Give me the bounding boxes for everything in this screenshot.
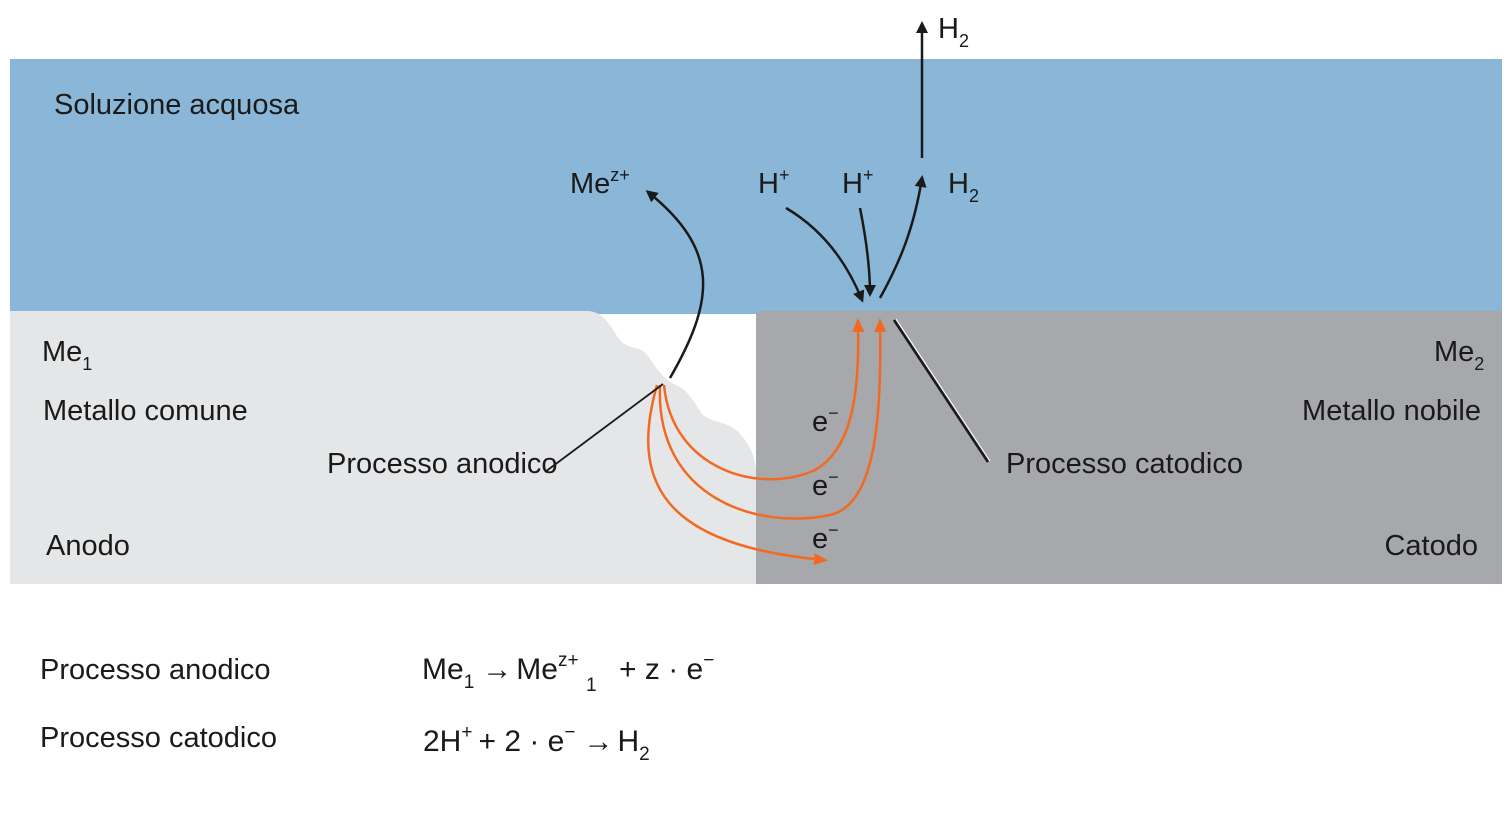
electron-flow-arrow-1 <box>662 318 865 481</box>
proton-label-1: H+ <box>758 165 789 200</box>
cathodic-reaction-label: Processo catodico <box>40 722 277 754</box>
hydrogen-label: H2 <box>948 168 979 206</box>
anodic-process-callout: Processo anodico <box>327 448 558 480</box>
electron-label-2: e− <box>812 467 839 502</box>
anode-symbol: Me1 <box>42 336 92 374</box>
proton-arrow-1 <box>785 206 865 303</box>
electron-flow-arrow-3 <box>646 384 828 566</box>
anodic-callout-line <box>544 383 664 473</box>
cathodic-callout-line-dark <box>892 319 990 463</box>
cathode-role: Catodo <box>1384 530 1478 562</box>
anodic-reaction-equation: Me1→Mez+1+ z · e− <box>422 650 714 696</box>
cathodic-process-callout: Processo catodico <box>1006 448 1243 480</box>
hydrogen-arrow <box>878 175 927 299</box>
electron-label-3: e− <box>812 520 839 555</box>
electron-label-1: e− <box>812 403 839 438</box>
hydrogen-top-label: H2 <box>938 13 969 51</box>
metal-ion-arrow <box>645 190 705 379</box>
aqueous-solution-region <box>10 59 1502 314</box>
anode-metal-region <box>10 311 756 584</box>
anode-role: Anodo <box>46 530 130 562</box>
cathode-symbol: Me2 <box>1434 336 1484 374</box>
proton-arrow-2 <box>858 207 876 297</box>
cathodic-reaction-equation: 2H++ 2 · e−→H2 <box>423 722 650 765</box>
cathodic-callout-line-light <box>895 318 991 462</box>
metal-ion-label: Mez+ <box>570 165 630 200</box>
proton-label-2: H+ <box>842 165 873 200</box>
anode-name: Metallo comune <box>43 395 248 427</box>
cathode-name: Metallo nobile <box>1302 395 1481 427</box>
solution-label: Soluzione acquosa <box>54 89 300 121</box>
anodic-reaction-label: Processo anodico <box>40 654 271 686</box>
electron-flow-arrow-2 <box>658 318 887 520</box>
